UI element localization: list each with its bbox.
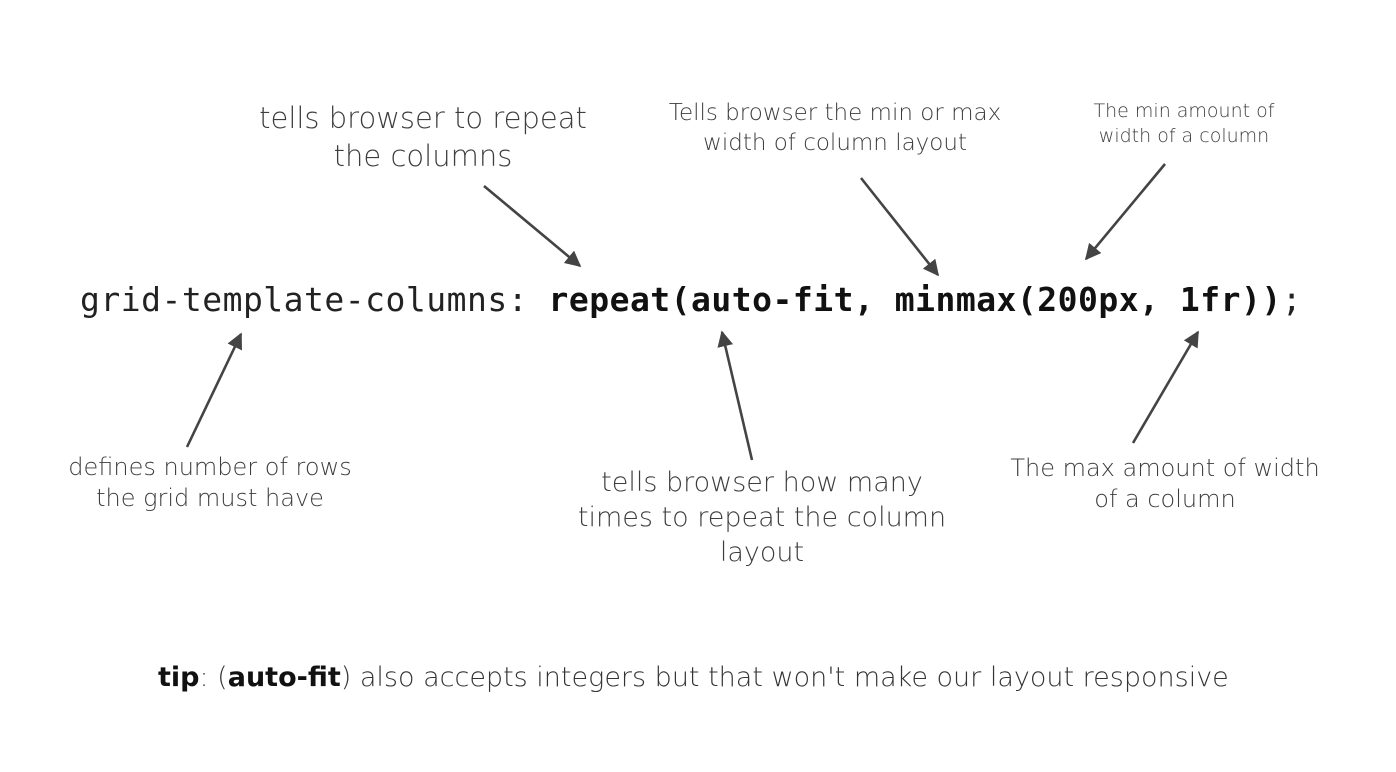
min-width-annotation-line-1: The min amount of bbox=[1093, 100, 1275, 122]
tip-label: tip bbox=[158, 662, 200, 693]
arrow-to-auto-fit bbox=[717, 330, 754, 461]
tip-text: tip: (auto-fit) also accepts integers bu… bbox=[158, 662, 1229, 693]
times-annotation-line-1: tells browser how many bbox=[601, 467, 923, 498]
min-width-annotation: The min amount of width of a column bbox=[1064, 99, 1304, 148]
arrow-to-property bbox=[185, 332, 243, 448]
max-width-annotation-line-1: The max amount of width bbox=[1010, 454, 1320, 482]
max-width-annotation-line-2: of a column bbox=[1094, 485, 1236, 514]
code-value: repeat(auto-fit, minmax(200px, 1fr)) bbox=[548, 280, 1282, 319]
times-annotation-line-3: layout bbox=[719, 537, 805, 569]
minmax-annotation: Tells browser the min or max width of co… bbox=[645, 99, 1025, 159]
minmax-annotation-line-1: Tells browser the min or max bbox=[668, 100, 1002, 126]
tip-body: ) also accepts integers but that won't m… bbox=[340, 662, 1229, 693]
min-width-annotation-line-2: width of a column bbox=[1098, 124, 1270, 147]
arrow-to-max-value bbox=[1131, 330, 1200, 444]
css-code-line: grid-template-columns: repeat(auto-fit, … bbox=[80, 280, 1302, 319]
repeat-annotation-line-2: the columns bbox=[333, 138, 513, 173]
tip-separator: : ( bbox=[199, 662, 228, 693]
arrow-to-minmax bbox=[859, 177, 940, 277]
times-annotation-line-2: times to repeat the column bbox=[577, 502, 947, 534]
code-terminator: ; bbox=[1281, 280, 1303, 319]
rows-annotation: defines number of rows the grid must hav… bbox=[40, 452, 380, 514]
rows-annotation-line-1: defines number of rows bbox=[68, 453, 352, 481]
repeat-annotation: tells browser to repeat the columns bbox=[243, 100, 603, 175]
tip-keyword: auto-fit bbox=[227, 662, 341, 693]
code-property: grid-template-columns: bbox=[80, 280, 549, 319]
times-annotation: tells browser how many times to repeat t… bbox=[562, 465, 962, 570]
repeat-annotation-line-1: tells browser to repeat bbox=[259, 101, 587, 135]
rows-annotation-line-2: the grid must have bbox=[96, 484, 324, 513]
arrow-to-repeat bbox=[483, 185, 582, 268]
max-width-annotation: The max amount of width of a column bbox=[1000, 453, 1330, 515]
minmax-annotation-line-2: width of column layout bbox=[703, 129, 967, 156]
arrow-to-min-value bbox=[1084, 163, 1166, 261]
